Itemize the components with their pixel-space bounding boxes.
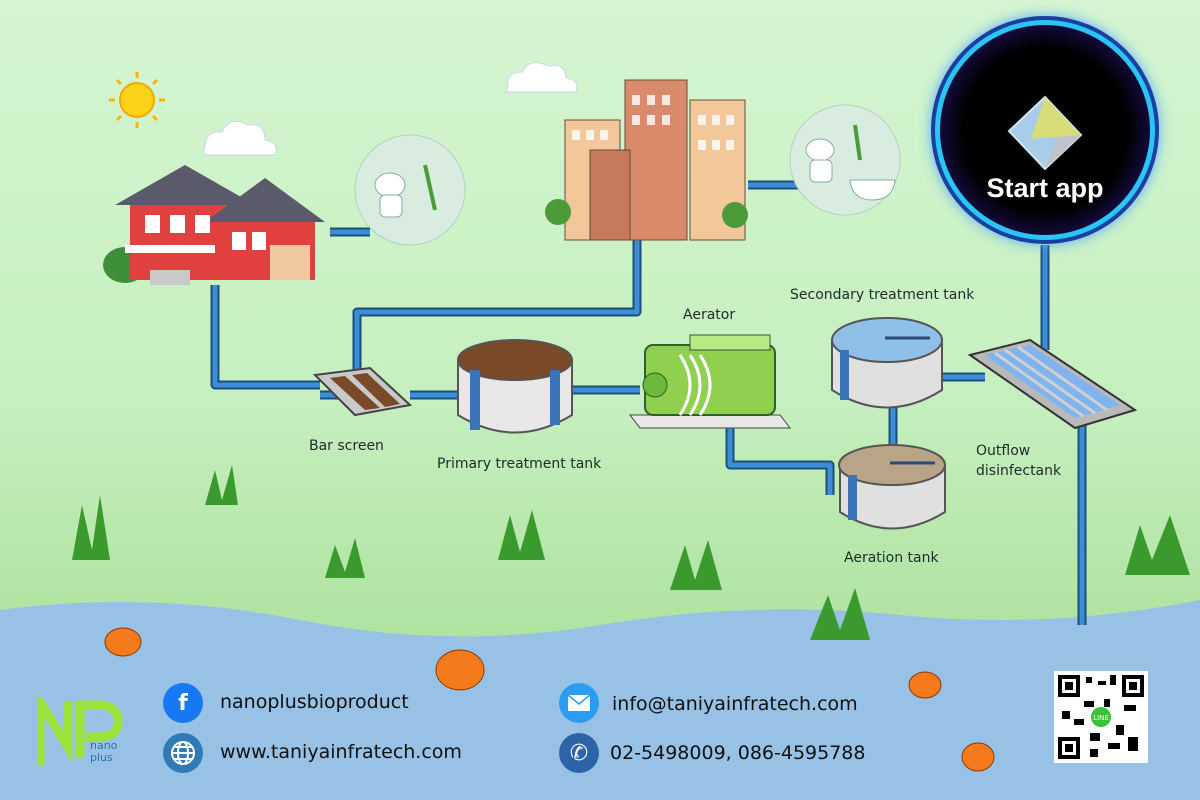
bathroom-icon: [789, 104, 901, 216]
fish-decoration: [104, 627, 995, 772]
phone-icon[interactable]: ✆: [559, 733, 599, 773]
house-illustration: [103, 165, 325, 285]
svg-text:plus: plus: [90, 751, 113, 764]
aerator-illustration: [628, 334, 792, 429]
start-app-button[interactable]: Start app: [940, 25, 1150, 235]
label-primary-tank: Primary treatment tank: [437, 456, 602, 472]
grass-decoration: [72, 465, 1190, 640]
label-bar-screen: Bar screen: [309, 438, 384, 454]
globe-icon[interactable]: [163, 733, 203, 773]
label-aerator: Aerator: [683, 307, 735, 323]
phone-number[interactable]: 02-5498009, 086-4595788: [610, 742, 866, 764]
bathroom-icon: [354, 134, 466, 246]
label-secondary-tank: Secondary treatment tank: [790, 287, 975, 303]
svg-text:nano: nano: [90, 739, 118, 752]
nanoplus-logo: nano plus: [38, 697, 123, 765]
email-link[interactable]: info@taniyainfratech.com: [612, 693, 858, 715]
email-icon[interactable]: [559, 683, 599, 723]
apartment-buildings-illustration: [545, 79, 748, 241]
secondary-tank-illustration: [831, 317, 943, 409]
primary-tank-illustration: [457, 339, 573, 434]
bar-screen-illustration: [312, 366, 413, 417]
line-badge: LINE: [1093, 714, 1109, 722]
cloud-icon: [202, 62, 578, 156]
website-link[interactable]: www.taniyainfratech.com: [220, 741, 462, 763]
pipes-fill: [212, 182, 1085, 625]
facebook-icon[interactable]: f: [163, 683, 203, 723]
aeration-tank-illustration: [838, 444, 946, 530]
label-aeration-tank: Aeration tank: [844, 550, 939, 566]
sun-icon: [109, 72, 165, 128]
label-outflow: Outflow: [976, 443, 1030, 459]
facebook-link[interactable]: nanoplusbioproduct: [220, 691, 409, 713]
outflow-disinfection-tank-illustration: [967, 338, 1138, 430]
label-outflow-2: disinfectank: [976, 463, 1062, 479]
app-logo-icon: [1007, 95, 1083, 171]
start-app-label: Start app: [986, 173, 1104, 203]
water-area: [0, 600, 1200, 800]
line-qr-code[interactable]: LINE: [1054, 671, 1148, 763]
